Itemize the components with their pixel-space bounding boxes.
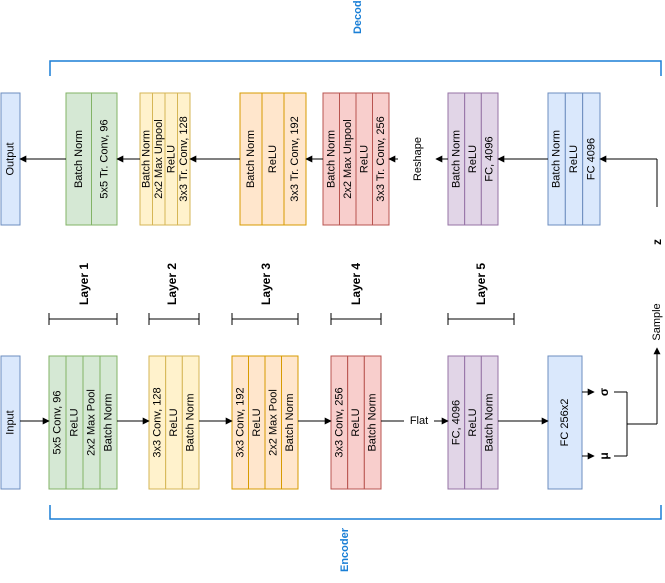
dec-layer-1-row-label: 5x5 Tr. Conv, 96 bbox=[98, 119, 110, 198]
dec-fc-input-row-label: Batch Norm bbox=[551, 130, 563, 188]
layer-4-label: Layer 4 bbox=[349, 263, 363, 305]
dec-layer-3-block: Batch Norm ReLU 3x3 Tr. Conv, 192 bbox=[239, 92, 307, 226]
dec-layer-4-row-label: 2x2 Max Unpool bbox=[342, 119, 354, 199]
dec-layer-4-row-label: ReLU bbox=[358, 145, 370, 173]
enc-fc-latent-block: FC 256x2 bbox=[547, 355, 583, 490]
encoder-arrows bbox=[20, 347, 661, 460]
enc-layer-4-row-label: 3x3 Conv, 256 bbox=[333, 387, 345, 457]
enc-layer-3-row-label: Batch Norm bbox=[284, 393, 296, 451]
z-symbol: z bbox=[650, 239, 664, 245]
encoder-blocks: Input 5x5 Conv, 96 ReLU 2x2 Max Pool Batch N… bbox=[0, 355, 583, 490]
dec-fc-input-row-label: ReLU bbox=[568, 145, 580, 173]
dec-layer-1-row-box bbox=[91, 92, 118, 226]
input-block: Input bbox=[0, 355, 21, 490]
flat-label: Flat bbox=[410, 415, 428, 427]
dec-layer-2-row-label: 2x2 Max Unpool bbox=[153, 119, 165, 199]
dec-layer-5-block: Batch Norm ReLU FC, 4096 bbox=[447, 92, 499, 226]
enc-fc-latent-row-box bbox=[547, 355, 583, 490]
enc-layer-2-row-label: Batch Norm bbox=[185, 393, 197, 451]
dec-layer-3-row-label: Batch Norm bbox=[245, 130, 257, 188]
input-row-label: Input bbox=[5, 410, 17, 434]
layer-2-marker: Layer 2 bbox=[148, 263, 200, 325]
enc-layer-2-row-box bbox=[181, 355, 200, 490]
output-row-label: Output bbox=[5, 142, 17, 175]
dec-layer-4-block: Batch Norm 2x2 Max Unpool ReLU 3x3 Tr. Conv… bbox=[322, 92, 390, 226]
dec-layer-4-row-label: 3x3 Tr. Conv, 256 bbox=[375, 116, 387, 201]
enc-layer-2-row-label: 3x3 Conv, 128 bbox=[151, 387, 163, 457]
sigma-symbol: σ bbox=[597, 388, 611, 396]
enc-layer-1-row-label: 2x2 Max Pool bbox=[86, 389, 98, 456]
enc-layer-2-block: 3x3 Conv, 128 ReLU Batch Norm bbox=[148, 355, 200, 490]
enc-layer-3-row-label: ReLU bbox=[251, 408, 263, 436]
enc-layer-4-row-label: ReLU bbox=[350, 408, 362, 436]
enc-layer-5-row-label: ReLU bbox=[467, 408, 479, 436]
enc-layer-5-row-label: Batch Norm bbox=[484, 393, 496, 451]
enc-layer-3-row-label: 2x2 Max Pool bbox=[267, 389, 279, 456]
enc-layer-1-row-label: ReLU bbox=[69, 408, 81, 436]
enc-layer-4-block: 3x3 Conv, 256 ReLU Batch Norm bbox=[330, 355, 382, 490]
layer-1-marker: Layer 1 bbox=[48, 263, 118, 325]
sample-label: Sample bbox=[651, 303, 663, 340]
layer-4-marker: Layer 4 bbox=[330, 263, 382, 325]
layer-2-label: Layer 2 bbox=[165, 263, 179, 305]
dec-layer-2-row-label: 3x3 Tr. Conv, 128 bbox=[178, 116, 190, 201]
dec-fc-input-block: Batch Norm ReLU FC 4096 bbox=[547, 92, 601, 226]
enc-layer-5-row-box bbox=[480, 355, 499, 490]
dec-layer-5-row-label: ReLU bbox=[467, 145, 479, 173]
dec-layer-5-row-label: Batch Norm bbox=[450, 130, 462, 188]
input-row-box bbox=[0, 355, 21, 490]
dec-layer-3-row-label: ReLU bbox=[267, 145, 279, 173]
dec-layer-1-block: Batch Norm 5x5 Tr. Conv, 96 bbox=[65, 92, 118, 226]
enc-layer-3-row-label: 3x3 Conv, 192 bbox=[234, 387, 246, 457]
enc-layer-3-row-box bbox=[281, 355, 299, 490]
dec-layer-1-row-box bbox=[65, 92, 92, 226]
enc-layer-1-row-box bbox=[99, 355, 118, 490]
reshape-label: Reshape bbox=[412, 137, 424, 181]
layer-3-label: Layer 3 bbox=[259, 263, 273, 305]
enc-layer-5-block: FC, 4096 ReLU Batch Norm bbox=[447, 355, 499, 490]
encoder-title: Encoder bbox=[339, 527, 351, 572]
layer-5-marker: Layer 5 bbox=[447, 263, 515, 325]
decoder-arrows bbox=[19, 155, 658, 207]
enc-layer-1-block: 5x5 Conv, 96 ReLU 2x2 Max Pool Batch Norm bbox=[48, 355, 118, 490]
dec-layer-2-row-label: ReLU bbox=[165, 145, 177, 173]
dec-fc-input-row-label: FC 4096 bbox=[585, 138, 597, 180]
dec-layer-2-row-label: Batch Norm bbox=[140, 130, 152, 188]
enc-layer-2-row-label: ReLU bbox=[168, 408, 180, 436]
layer-1-label: Layer 1 bbox=[77, 263, 91, 305]
enc-layer-4-row-label: Batch Norm bbox=[367, 393, 379, 451]
enc-layer-4-row-box bbox=[363, 355, 382, 490]
enc-layer-1-row-label: Batch Norm bbox=[103, 393, 115, 451]
layer-3-marker: Layer 3 bbox=[231, 263, 299, 325]
dec-layer-1-row-label: Batch Norm bbox=[73, 130, 85, 188]
output-block: Output bbox=[0, 92, 21, 226]
decoder-title: Decoder bbox=[352, 0, 364, 34]
dec-layer-5-row-label: FC, 4096 bbox=[484, 136, 496, 181]
dec-layer-4-row-label: Batch Norm bbox=[325, 130, 337, 188]
layer-5-label: Layer 5 bbox=[474, 263, 488, 305]
encoder-bracket bbox=[49, 505, 662, 520]
mu-symbol: μ bbox=[597, 452, 611, 459]
enc-layer-1-row-label: 5x5 Conv, 96 bbox=[52, 390, 64, 454]
dec-layer-3-row-label: 3x3 Tr. Conv, 192 bbox=[289, 116, 301, 201]
enc-layer-5-row-label: FC, 4096 bbox=[450, 400, 462, 445]
enc-layer-3-block: 3x3 Conv, 192 ReLU 2x2 Max Pool Batch Norm bbox=[231, 355, 299, 490]
enc-fc-latent-row-label: FC 256x2 bbox=[559, 399, 571, 447]
decoder-bracket bbox=[49, 60, 662, 76]
